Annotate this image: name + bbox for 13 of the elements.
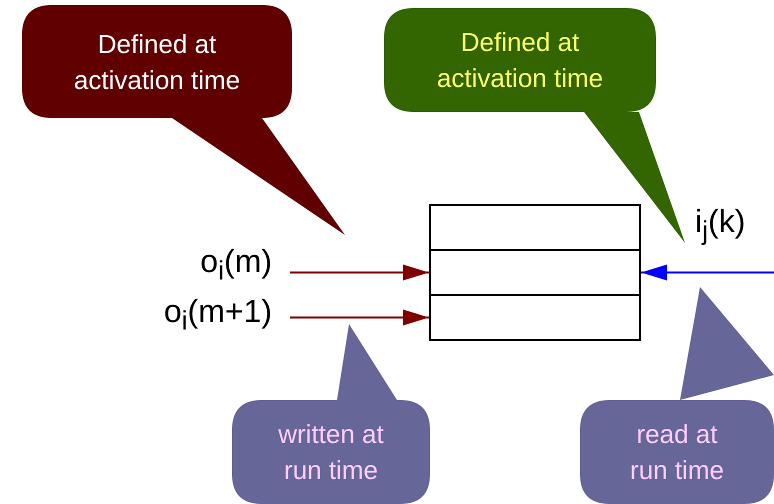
edge-label: i$_{j}$(k) <box>695 202 746 248</box>
signal-label: o$_{i}$(m+1) <box>90 290 290 340</box>
arrow <box>290 264 429 280</box>
callout-text: written at run time <box>277 418 385 487</box>
signal-label: o$_{i}$(m) <box>110 240 290 290</box>
buffer-slot <box>429 294 641 341</box>
callout-text: Defined at activation time <box>72 28 242 96</box>
buffer-slot <box>429 204 641 251</box>
callout-text: Defined at activation time <box>436 26 604 95</box>
arrow <box>290 310 429 326</box>
arrow <box>641 264 774 280</box>
buffer-slot <box>429 249 641 296</box>
callout-text: read at run time <box>629 418 725 487</box>
